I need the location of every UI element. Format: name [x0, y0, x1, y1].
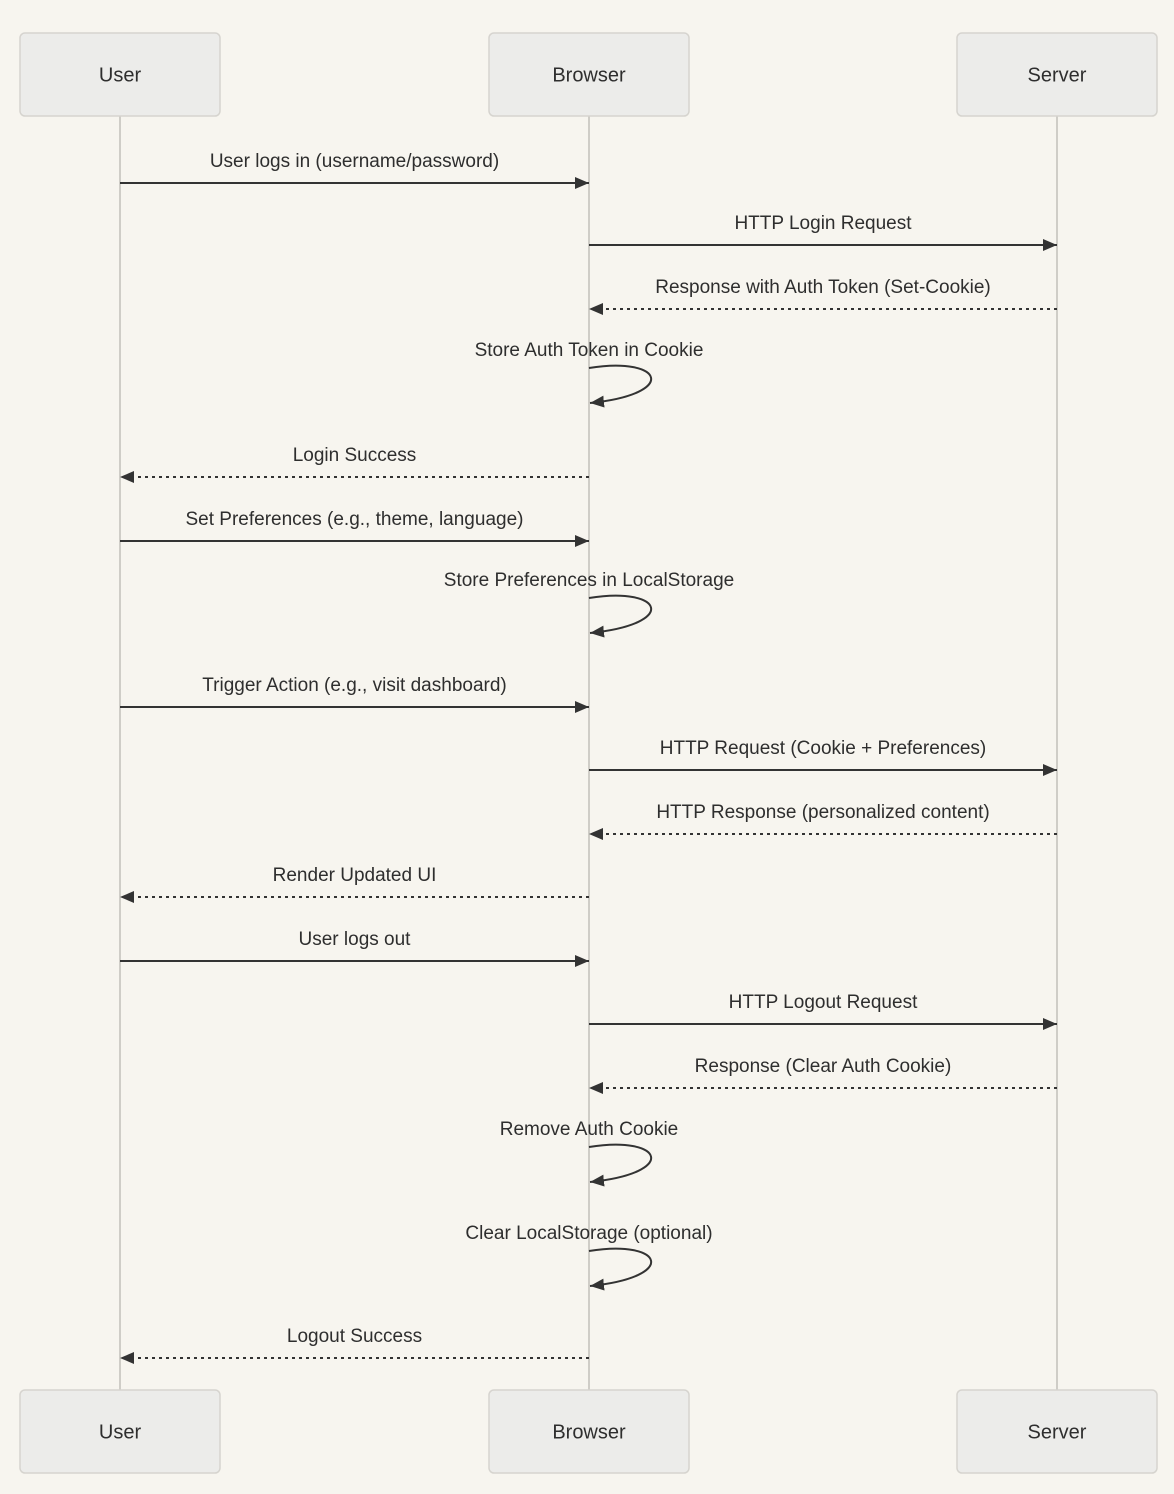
message-solid: HTTP Request (Cookie + Preferences)	[589, 738, 1057, 776]
message-label: Login Success	[293, 445, 417, 466]
message-label: HTTP Logout Request	[729, 992, 918, 1013]
actor-box-top-server: Server	[956, 32, 1158, 117]
actor-rect-user	[19, 1389, 221, 1474]
message-dashed: Login Success	[120, 445, 589, 483]
message-dashed: HTTP Response (personalized content)	[589, 802, 1057, 840]
message-solid: User logs in (username/password)	[120, 151, 589, 189]
message-label: Clear LocalStorage (optional)	[465, 1223, 712, 1244]
message-solid: HTTP Login Request	[589, 213, 1057, 251]
message-label: Response with Auth Token (Set-Cookie)	[655, 277, 991, 298]
message-label: User logs out	[299, 929, 412, 950]
actor-rect-server	[956, 1389, 1158, 1474]
message-label: HTTP Login Request	[734, 213, 912, 234]
message-self: Remove Auth Cookie	[500, 1119, 679, 1187]
message-label: HTTP Request (Cookie + Preferences)	[660, 738, 986, 759]
message-label: Set Preferences (e.g., theme, language)	[186, 509, 524, 530]
message-label: Remove Auth Cookie	[500, 1119, 679, 1140]
message-solid: HTTP Logout Request	[589, 992, 1057, 1030]
actor-label-server: Server	[1028, 1422, 1087, 1444]
message-solid: Set Preferences (e.g., theme, language)	[120, 509, 589, 547]
message-self: Clear LocalStorage (optional)	[465, 1223, 713, 1291]
actor-box-bottom-browser: Browser	[488, 1389, 690, 1474]
actor-rect-browser	[488, 1389, 690, 1474]
message-label: Render Updated UI	[273, 865, 437, 886]
self-loop-arrow	[588, 1247, 653, 1291]
message-self: Store Preferences in LocalStorage	[444, 570, 734, 638]
actor-label-user: User	[99, 1422, 142, 1444]
message-label: User logs in (username/password)	[210, 151, 499, 172]
actor-rect-browser	[488, 32, 690, 117]
message-label: Logout Success	[287, 1326, 422, 1347]
message-dashed: Render Updated UI	[120, 865, 589, 903]
message-dashed: Response with Auth Token (Set-Cookie)	[589, 277, 1057, 315]
message-solid: Trigger Action (e.g., visit dashboard)	[120, 675, 589, 713]
actor-box-top-user: User	[19, 32, 221, 117]
message-solid: User logs out	[120, 929, 589, 967]
message-dashed: Logout Success	[120, 1326, 589, 1364]
self-loop-arrow	[588, 1143, 653, 1187]
message-label: Trigger Action (e.g., visit dashboard)	[202, 675, 507, 696]
self-loop-arrow	[588, 594, 653, 638]
message-label: Store Auth Token in Cookie	[475, 340, 704, 361]
actor-label-browser: Browser	[552, 1422, 626, 1444]
actor-label-browser: Browser	[552, 65, 626, 87]
actor-box-bottom-user: User	[19, 1389, 221, 1474]
actor-rect-user	[19, 32, 221, 117]
actor-rect-server	[956, 32, 1158, 117]
actor-label-server: Server	[1028, 65, 1087, 87]
message-label: HTTP Response (personalized content)	[656, 802, 989, 823]
message-self: Store Auth Token in Cookie	[475, 340, 704, 408]
actor-label-user: User	[99, 65, 142, 87]
message-dashed: Response (Clear Auth Cookie)	[589, 1056, 1057, 1094]
actor-box-top-browser: Browser	[488, 32, 690, 117]
message-label: Response (Clear Auth Cookie)	[695, 1056, 952, 1077]
actor-box-bottom-server: Server	[956, 1389, 1158, 1474]
message-label: Store Preferences in LocalStorage	[444, 570, 734, 591]
self-loop-arrow	[588, 364, 653, 408]
